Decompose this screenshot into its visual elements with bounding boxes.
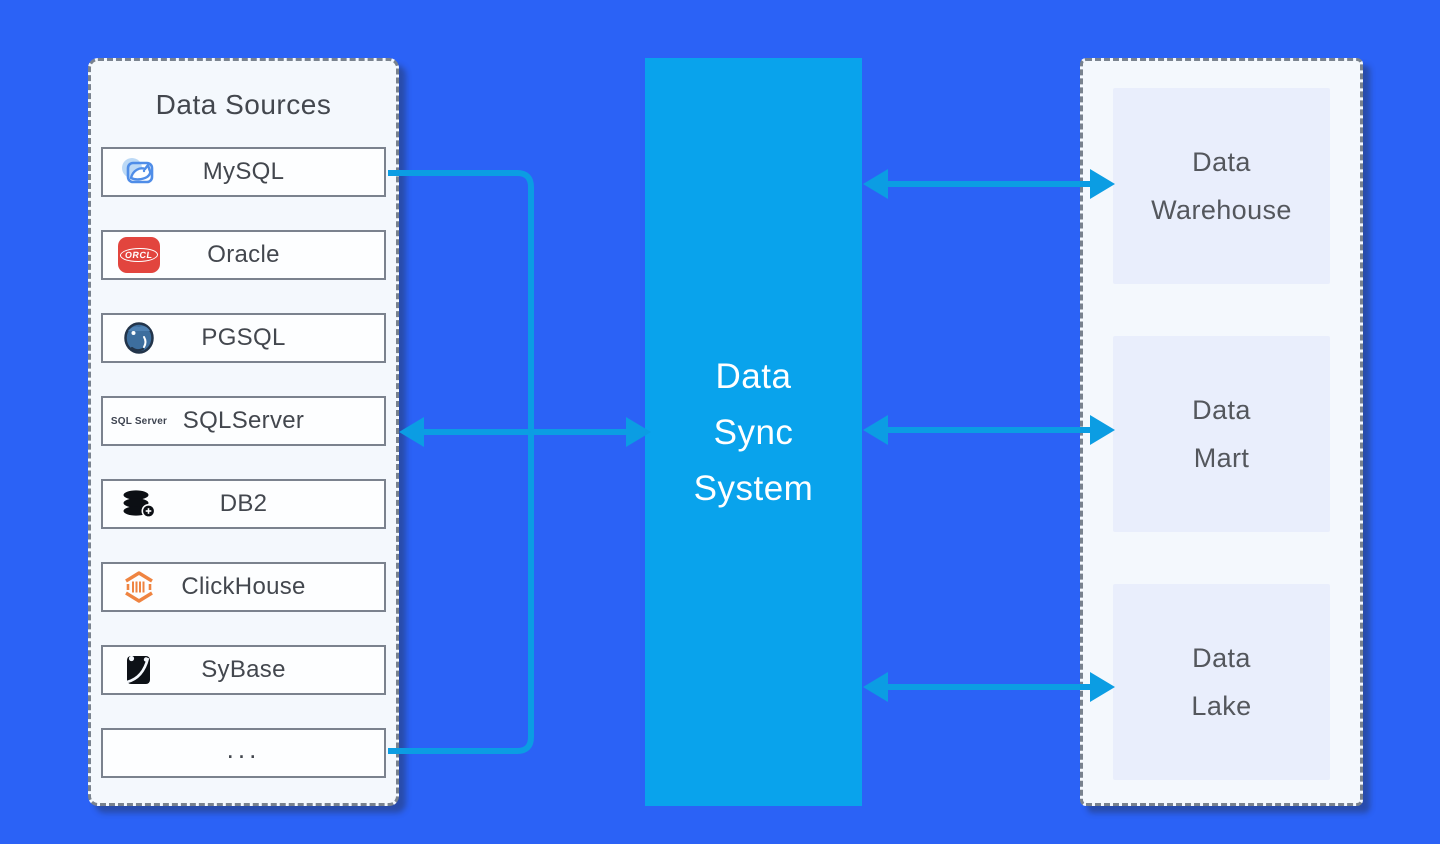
source-item-pgsql: PGSQL — [101, 313, 386, 363]
target-data-lake: Data Lake — [1113, 584, 1330, 780]
sync-to-mart-bidirectional-arrow — [863, 415, 1115, 445]
source-label: DB2 — [219, 490, 268, 517]
source-item-clickhouse: ClickHouse — [101, 562, 386, 612]
source-label: ClickHouse — [181, 573, 306, 600]
target-label-line: Mart — [1193, 443, 1250, 473]
sync-to-warehouse-bidirectional-arrow — [863, 169, 1115, 199]
postgresql-elephant-icon — [116, 318, 162, 358]
clickhouse-icon — [116, 567, 162, 607]
target-data-warehouse: Data Warehouse — [1113, 88, 1330, 284]
data-sources-title: Data Sources — [155, 89, 332, 120]
target-label-line: Data — [1192, 395, 1251, 425]
data-sources-list: MySQL ORCL Oracle PGS — [91, 147, 396, 778]
sync-box-line: Data — [715, 356, 792, 396]
data-sync-system-box: Data Sync System — [645, 58, 862, 806]
sybase-icon — [116, 650, 162, 690]
target-label-line: Warehouse — [1151, 195, 1292, 225]
data-targets-panel: Data Warehouse Data Mart Data Lake — [1080, 58, 1363, 806]
source-item-mysql: MySQL — [101, 147, 386, 197]
source-item-oracle: ORCL Oracle — [101, 230, 386, 280]
oracle-orcl-icon: ORCL — [116, 235, 162, 275]
sources-to-sync-bidirectional-arrow — [399, 417, 651, 447]
db2-database-icon — [116, 484, 162, 524]
target-label-line: Data — [1192, 643, 1251, 673]
source-label: Oracle — [207, 241, 280, 268]
source-label: SQLServer — [182, 407, 305, 434]
source-label: MySQL — [202, 158, 285, 185]
source-label: PGSQL — [201, 324, 286, 351]
source-label: SyBase — [201, 656, 286, 683]
source-item-sqlserver: SQL Server SQLServer — [101, 396, 386, 446]
source-item-sybase: SyBase — [101, 645, 386, 695]
sync-box-line: Sync — [713, 412, 794, 452]
target-data-mart: Data Mart — [1113, 336, 1330, 532]
source-item-more: ... — [101, 728, 386, 778]
sources-bracket-connector — [388, 170, 534, 754]
sync-box-line: System — [693, 468, 814, 508]
mysql-dolphin-icon — [116, 152, 162, 192]
sql-server-logo-icon: SQL Server — [110, 415, 168, 427]
sync-to-lake-bidirectional-arrow — [863, 672, 1115, 702]
data-sources-panel: Data Sources MySQL ORCL Oracle — [88, 58, 399, 806]
target-label-line: Lake — [1191, 691, 1252, 721]
ellipsis-label: ... — [226, 733, 261, 764]
targets-list: Data Warehouse Data Mart Data Lake — [1083, 61, 1360, 807]
target-label-line: Data — [1192, 147, 1251, 177]
source-item-db2: DB2 — [101, 479, 386, 529]
